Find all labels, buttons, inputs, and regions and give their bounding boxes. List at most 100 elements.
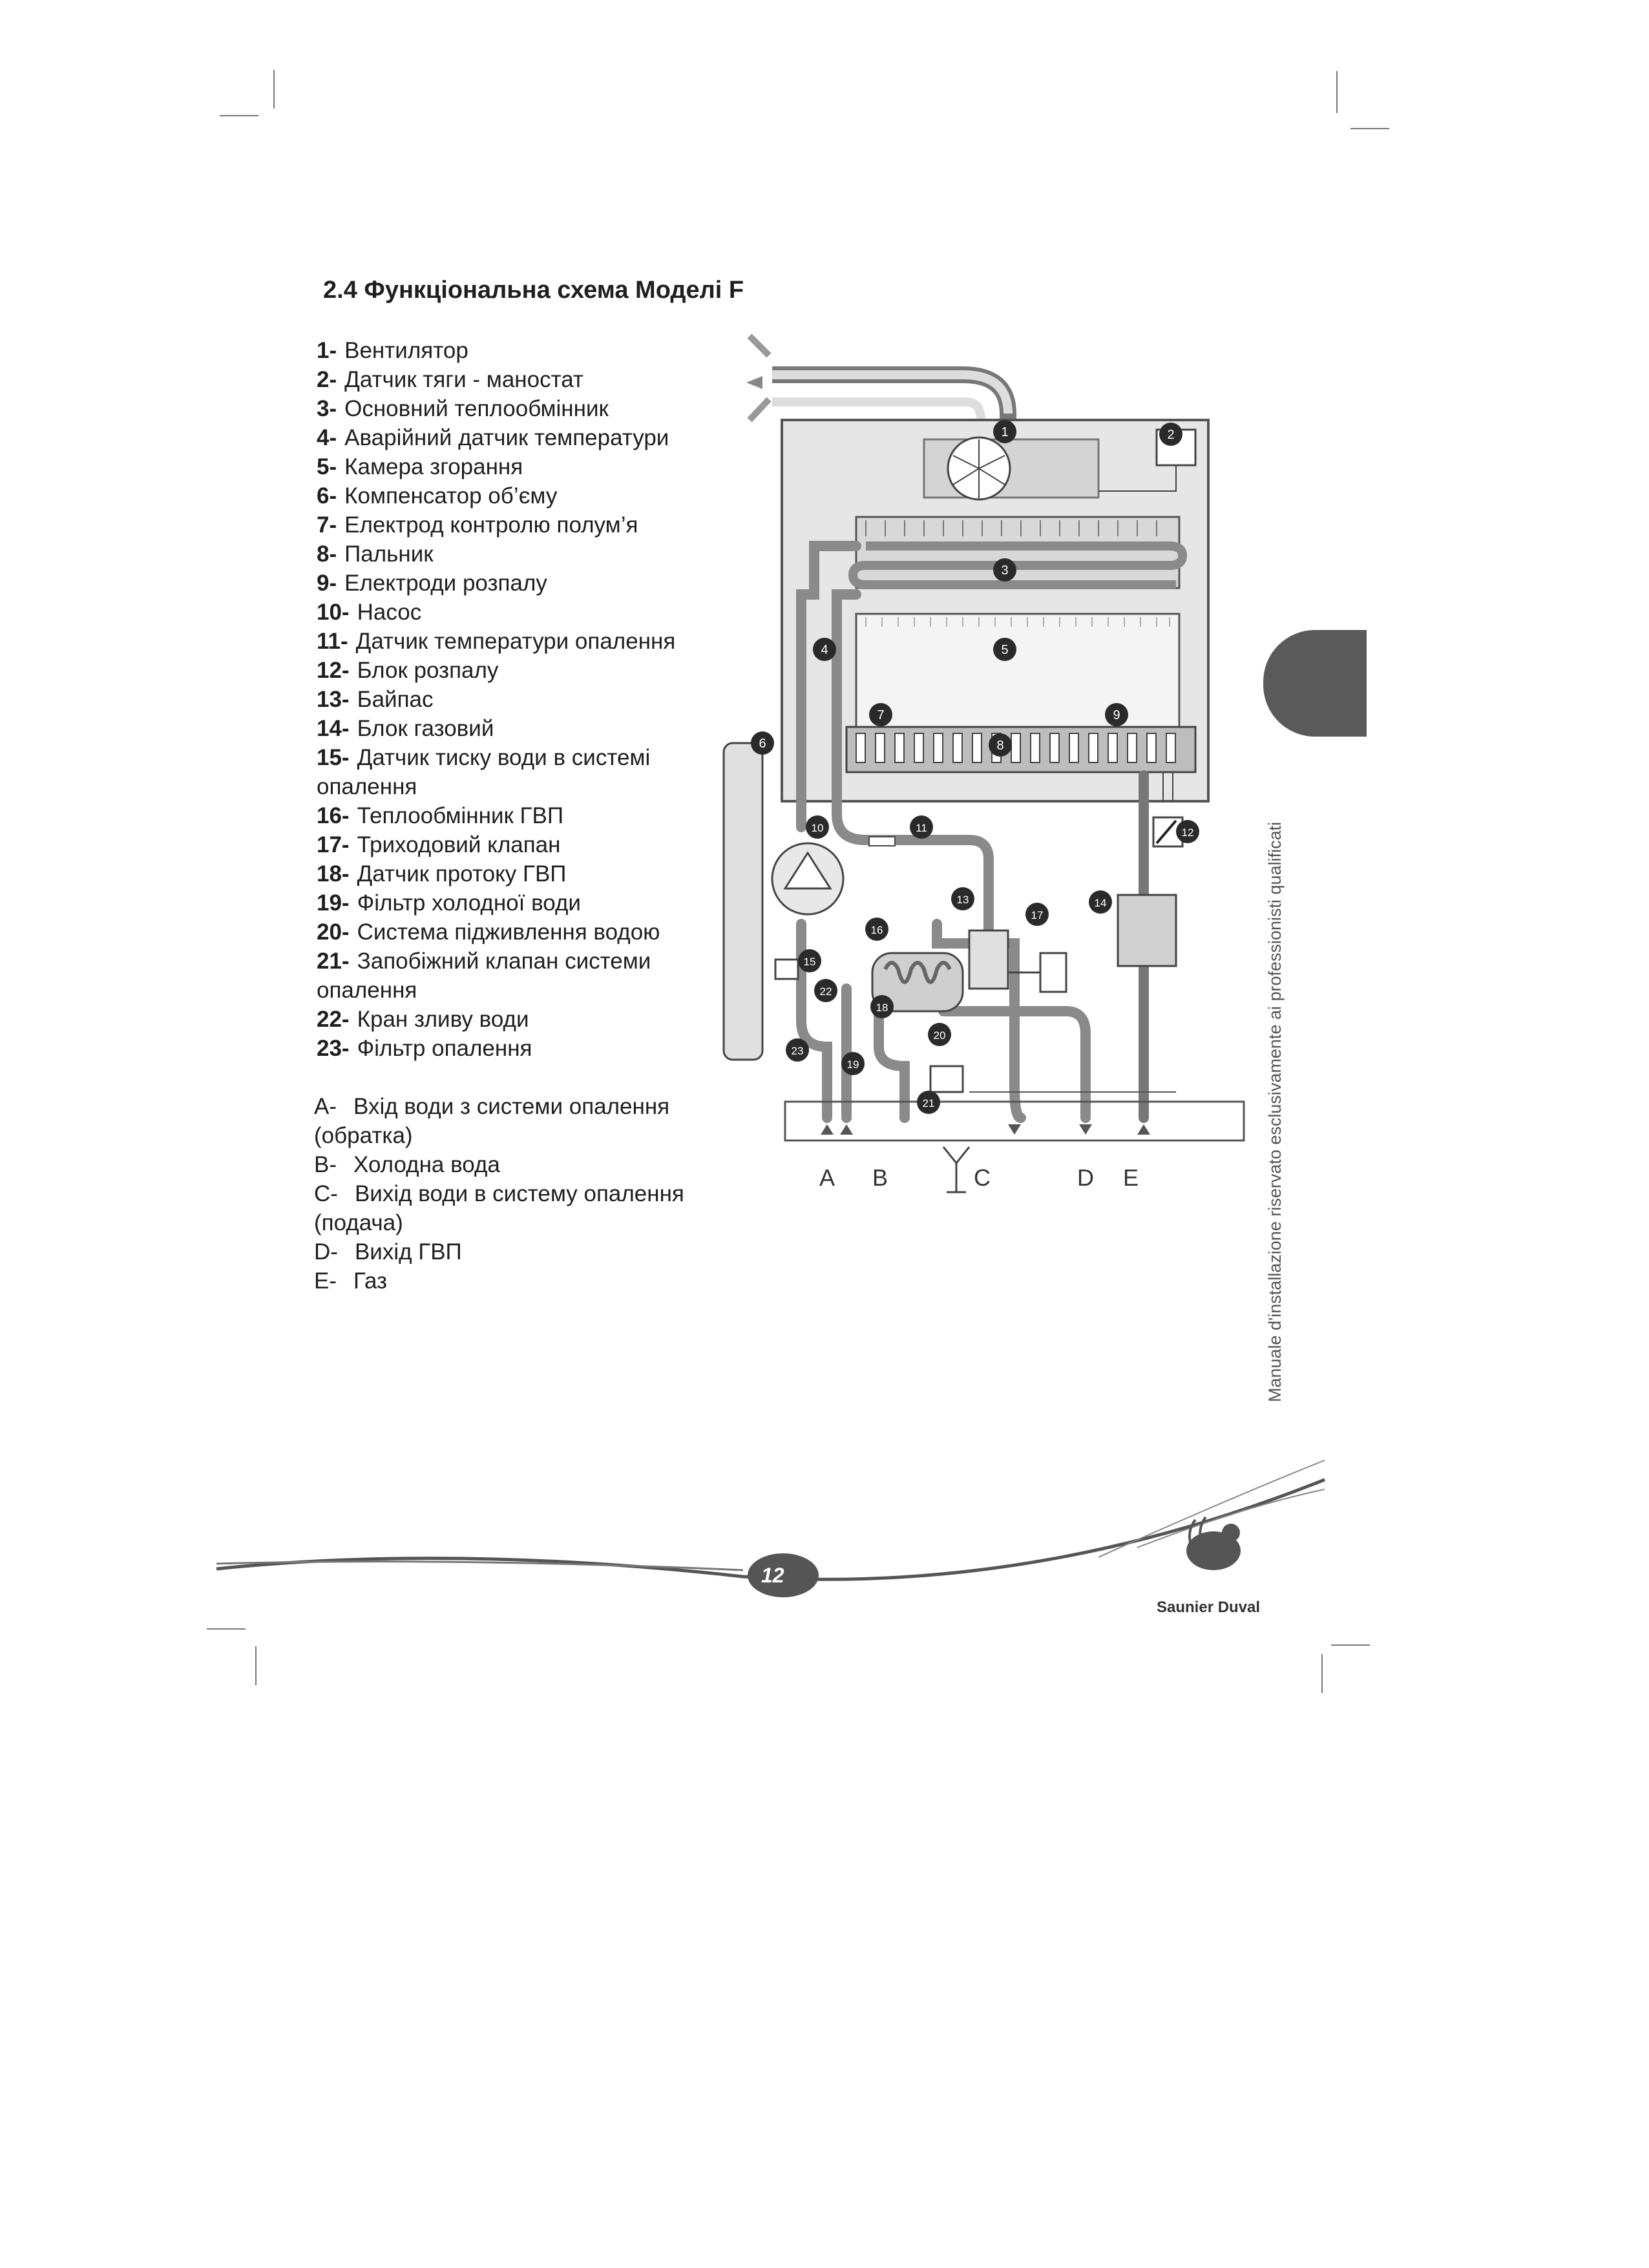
legend-label: Основний теплообмінник [344,396,609,421]
legend-number: 10- [317,600,350,625]
connection-letter-label: C [974,1164,991,1191]
callout-number: 13 [957,894,969,906]
combustion-chamber [855,613,1181,728]
callout-marker: 7 [869,703,892,726]
legend-label: Кран зливу води [357,1007,529,1032]
legend-item: 23-Фільтр опалення [317,1034,756,1063]
legend-item: 13-Байпас [317,685,756,714]
callout-marker: 2 [1159,423,1182,446]
brand-name: Saunier Duval [1157,1599,1261,1616]
heating-temp-sensor-icon [868,836,896,846]
legend-item: 11- Датчик температури опалення [317,627,756,656]
callout-marker: 11 [910,815,933,839]
pressure-sensor-icon [774,958,799,980]
connection-item: A-Вхід води з системи опалення (обратка) [314,1092,753,1150]
legend-number: 19- [317,890,350,916]
legend-label: Запобіжний клапан системи опалення [317,949,651,1003]
legend-item: 5-Камера згорання [317,452,756,481]
callout-number: 9 [1113,708,1120,722]
callout-marker: 23 [786,1038,809,1062]
crop-mark [273,70,275,109]
legend-label: Електрод контролю полум’я [344,512,638,538]
legend-label: Вентилятор [344,338,468,363]
callout-marker: 17 [1025,903,1049,926]
connection-label: Вхід води з системи опалення (обратка) [314,1094,670,1148]
side-note: Manuale d'installazione riservato esclus… [1265,821,1285,1402]
legend-label: Електроди розпалу [344,571,547,596]
legend-item: 22- Кран зливу води [317,1005,756,1034]
legend-item: 7- Електрод контролю полум’я [317,510,756,540]
intake-arrow-icon [747,397,772,423]
bypass-valve-icon [968,929,1009,990]
legend-label: Триходовий клапан [357,832,561,857]
callout-number: 2 [1167,428,1174,442]
legend-number: 11- [317,629,348,654]
crop-mark [207,1628,246,1630]
three-way-valve-icon [1039,952,1067,993]
legend-item: 4- Аварійний датчик температури [317,423,756,452]
callout-marker: 21 [917,1091,940,1114]
callout-number: 22 [820,985,832,998]
legend-item: 18-Датчик протоку ГВП [317,859,756,888]
legend-item: 6-Компенсатор об’єму [317,481,756,510]
exhaust-arrow-icon [746,376,762,389]
legend-number: 4- [317,425,337,450]
heating-pipes [796,541,1149,1123]
legend-number: 16- [317,803,350,828]
callout-number: 12 [1182,826,1194,839]
connection-letter-label: D [1077,1164,1094,1191]
legend-label: Теплообмінник ГВП [357,803,563,828]
legend-item: 12-Блок розпалу [317,656,756,685]
legend-label: Блок розпалу [357,658,499,683]
legend-item: 8-Пальник [317,540,756,569]
callout-marker: 3 [993,558,1016,582]
callout-marker: 18 [870,995,894,1018]
legend-number: 17- [317,832,350,857]
crop-mark [220,115,258,116]
legend-number: 8- [317,541,337,567]
connection-letter-label: A [819,1164,835,1191]
callout-number: 8 [996,739,1003,753]
drain-symbol-icon [942,1146,971,1193]
section-tab [1263,630,1367,737]
callout-number: 18 [876,1002,888,1014]
crop-mark [1350,128,1389,129]
legend-label: Датчик тиску води в системі опалення [317,745,651,799]
connection-letter-label: B [872,1164,888,1191]
filling-system-icon [929,1065,964,1093]
callout-number: 19 [847,1058,859,1071]
connection-rail [784,1100,1245,1142]
legend-number: 22- [317,1007,350,1032]
callout-marker: 9 [1105,703,1128,726]
intake-arrow-icon [747,333,772,358]
connection-letter: E- [314,1268,337,1294]
legend-label: Камера згорання [344,454,523,479]
legend-label: Датчик температури опалення [355,629,676,654]
callout-number: 6 [759,737,766,751]
page-number: 12 [761,1564,784,1587]
callout-number: 16 [871,924,883,936]
callout-marker: 15 [798,949,821,972]
connection-letter: A- [314,1094,337,1119]
legend-number: 20- [317,919,350,945]
callout-marker: 10 [806,815,829,839]
legend-label: Блок газовий [357,716,494,741]
connection-item: C-Вихід води в систему опалення (подача) [314,1179,753,1237]
legend-number: 7- [317,512,337,538]
connection-letter: D- [314,1239,338,1265]
legend-number: 9- [317,571,337,596]
callout-marker: 1 [993,420,1016,443]
legend-label: Система підживлення водою [357,919,660,945]
legend-item: 3- Основний теплообмінник [317,394,756,423]
legend-number: 3- [317,396,337,421]
connection-item: E- Газ [314,1266,753,1296]
connection-label: Газ [353,1268,388,1294]
legend-item: 9- Електроди розпалу [317,569,756,598]
connection-label: Холодна вода [353,1152,500,1177]
legend-label: Аварійний датчик температури [344,425,669,450]
connection-label: Вихід ГВП [354,1239,462,1265]
saunier-duval-logo-icon [1186,1516,1241,1570]
crop-mark [1336,71,1338,113]
